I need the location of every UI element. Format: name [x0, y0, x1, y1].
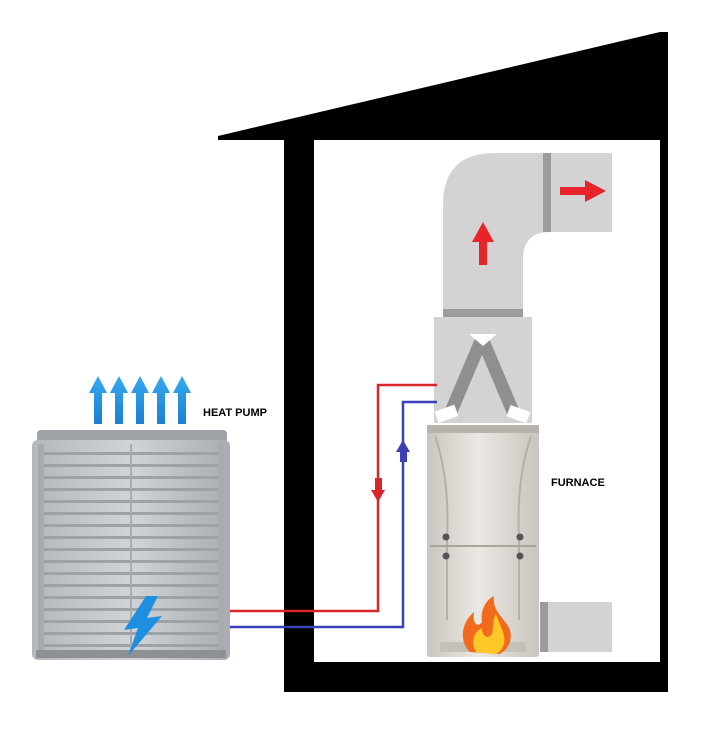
duct-elbow — [443, 153, 612, 312]
refrigerant-lines — [228, 383, 437, 629]
duct-collar-bottom — [443, 309, 523, 317]
up-arrow-icon — [110, 376, 128, 424]
unit-grille — [38, 444, 224, 650]
up-arrow-icon — [89, 376, 107, 424]
exhaust-arrows — [89, 376, 191, 424]
supply-duct — [443, 153, 612, 317]
heat-pump-label: HEAT PUMP — [203, 407, 267, 419]
furnace-label: FURNACE — [551, 477, 605, 489]
exterior-wall — [284, 136, 314, 692]
evaporator-coil — [434, 317, 532, 424]
furnace-unit — [427, 425, 539, 657]
grille-frame — [130, 444, 132, 650]
down-arrow-icon — [371, 478, 385, 502]
grille-frame — [218, 444, 224, 650]
house-structure — [218, 32, 668, 692]
roof — [218, 32, 660, 140]
right-arrow-icon — [560, 180, 606, 202]
up-arrow-icon — [472, 222, 494, 265]
up-arrow-icon — [131, 376, 149, 424]
coil-a-frame — [443, 336, 490, 414]
floor-slab — [284, 662, 668, 692]
grille-frame — [38, 444, 44, 650]
return-duct — [540, 602, 612, 652]
flame-icon — [462, 596, 511, 654]
up-arrow-icon — [173, 376, 191, 424]
lightning-bolt-icon — [124, 596, 162, 656]
heat-pump-unit — [32, 430, 230, 660]
furnace-body — [427, 425, 539, 657]
up-arrow-icon — [152, 376, 170, 424]
cold-refrigerant-line — [228, 400, 437, 629]
interior-right-wall — [660, 32, 668, 692]
up-arrow-icon — [396, 440, 410, 462]
duct-collar-top — [543, 153, 551, 232]
